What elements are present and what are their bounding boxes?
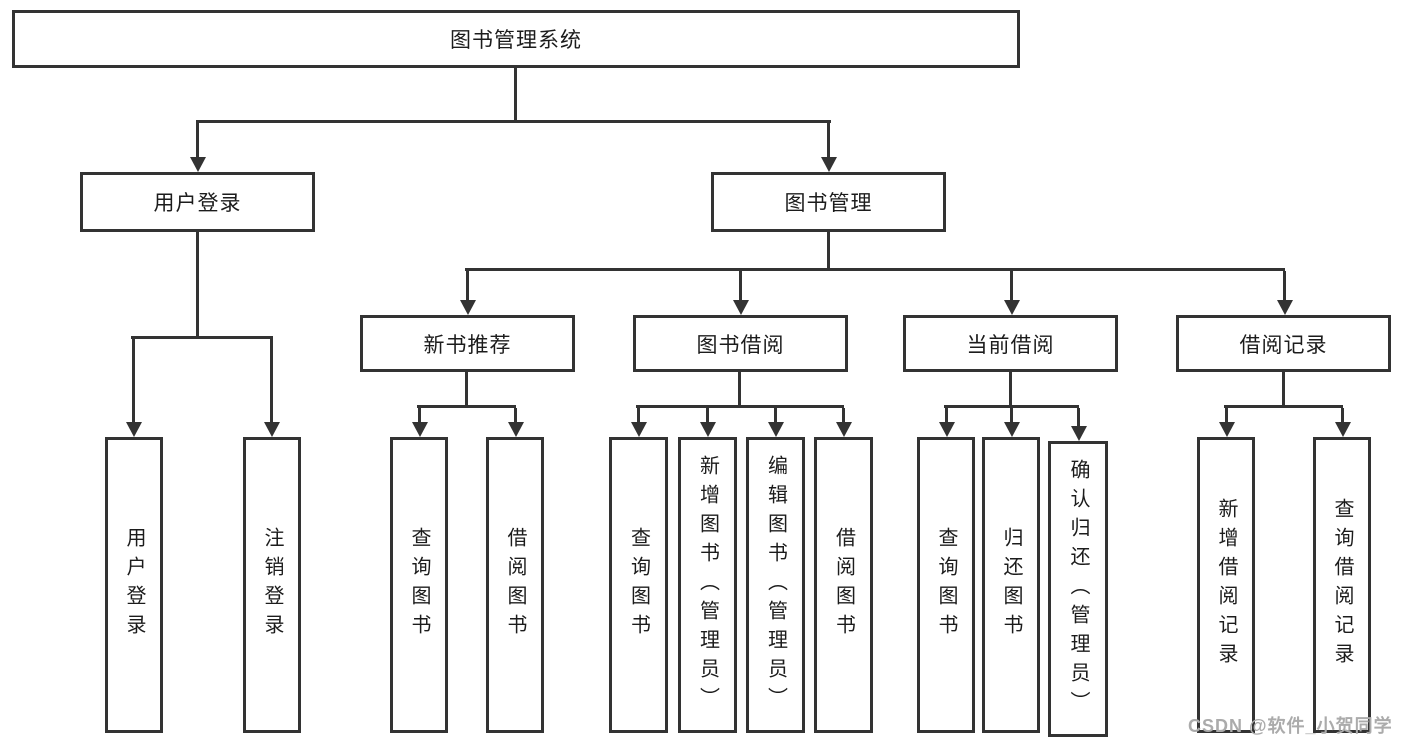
leaf-query-borrow-record-label: 查询借阅记录 [1331,498,1353,672]
leaf-borrow-books-recommend: 借阅图书 [486,437,544,733]
leaf-borrow-books-recommend-label: 借阅图书 [504,527,526,643]
leaf-confirm-return-admin-label: 确认归还（管理员） [1067,458,1089,720]
leaf-edit-book-admin-label: 编辑图书（管理员） [764,454,787,716]
leaf-user-login-label: 用户登录 [123,527,145,643]
leaf-add-borrow-record: 新增借阅记录 [1197,437,1255,733]
node-book-borrow: 图书借阅 [633,315,848,372]
leaf-return-book-label: 归还图书 [1000,527,1022,643]
leaf-return-book: 归还图书 [982,437,1040,733]
arrow-to-leaf-logout-icon [270,339,273,422]
arrow-to-book-management-icon [827,123,830,157]
arrow-to-return-book-icon [1010,408,1013,422]
leaf-add-book-admin: 新增图书（管理员） [678,437,737,733]
connector-borrow-records-rail [1224,405,1343,408]
node-root-label: 图书管理系统 [450,29,582,52]
leaf-logout-label: 注销登录 [261,527,283,643]
arrow-to-add-book-icon [706,408,709,422]
leaf-user-login: 用户登录 [105,437,163,733]
leaf-query-books-recommend-label: 查询图书 [408,527,430,643]
connector-user-login-rail [131,336,273,339]
connector-level2-rail [196,120,831,123]
node-new-book-recommend: 新书推荐 [360,315,575,372]
connector-book-borrow-rail [636,405,844,408]
node-book-borrow-label: 图书借阅 [696,333,785,357]
leaf-borrow-books-borrow-label: 借阅图书 [832,527,855,643]
arrow-to-leaf-user-login-icon [132,339,135,422]
connector-root-drop [514,68,517,120]
node-user-login: 用户登录 [80,172,315,232]
arrow-to-new-book-recommend-icon [466,271,469,300]
node-user-login-label: 用户登录 [153,192,242,215]
arrow-to-query-record-icon [1341,408,1344,422]
connector-borrow-records-drop [1282,372,1285,408]
watermark: CSDN @软件_小贺同学 [1188,716,1393,736]
arrow-to-query-books-b-icon [637,408,640,422]
arrow-to-current-borrow-icon [1010,271,1013,300]
leaf-add-borrow-record-label: 新增借阅记录 [1215,498,1237,672]
connector-user-login-drop [196,232,199,339]
connector-new-book-drop [465,372,468,408]
leaf-query-books-current: 查询图书 [917,437,975,733]
leaf-query-books-current-label: 查询图书 [935,527,957,643]
arrow-to-borrow-records-icon [1283,271,1286,300]
arrow-to-edit-book-icon [774,408,777,422]
node-borrow-records: 借阅记录 [1176,315,1391,372]
leaf-logout: 注销登录 [243,437,301,733]
node-borrow-records-label: 借阅记录 [1239,333,1328,357]
leaf-edit-book-admin: 编辑图书（管理员） [746,437,805,733]
leaf-query-books-borrow: 查询图书 [609,437,668,733]
connector-current-borrow-drop [1009,372,1012,408]
node-root: 图书管理系统 [12,10,1020,68]
connector-current-borrow-rail [944,405,1079,408]
node-current-borrow: 当前借阅 [903,315,1118,372]
arrow-to-book-borrow-icon [739,271,742,300]
leaf-borrow-books-borrow: 借阅图书 [814,437,873,733]
arrow-to-user-login-icon [196,123,199,157]
arrow-to-query-books-c-icon [945,408,948,422]
arrow-to-confirm-return-icon [1077,408,1080,426]
leaf-add-book-admin-label: 新增图书（管理员） [696,454,719,716]
leaf-query-borrow-record: 查询借阅记录 [1313,437,1371,733]
node-current-borrow-label: 当前借阅 [966,333,1055,357]
connector-book-management-drop [827,232,830,271]
node-new-book-recommend-label: 新书推荐 [423,333,512,357]
arrow-to-add-record-icon [1225,408,1228,422]
connector-new-book-rail [417,405,516,408]
node-book-management-label: 图书管理 [784,192,873,215]
arrow-to-query-books-a-icon [418,408,421,422]
connector-level3-rail [465,268,1285,271]
arrow-to-borrow-books-a-icon [514,408,517,422]
leaf-query-books-borrow-label: 查询图书 [627,527,650,643]
connector-book-borrow-drop [738,372,741,408]
leaf-confirm-return-admin: 确认归还（管理员） [1048,441,1108,737]
node-book-management: 图书管理 [711,172,946,232]
leaf-query-books-recommend: 查询图书 [390,437,448,733]
arrow-to-borrow-books-b-icon [842,408,845,422]
